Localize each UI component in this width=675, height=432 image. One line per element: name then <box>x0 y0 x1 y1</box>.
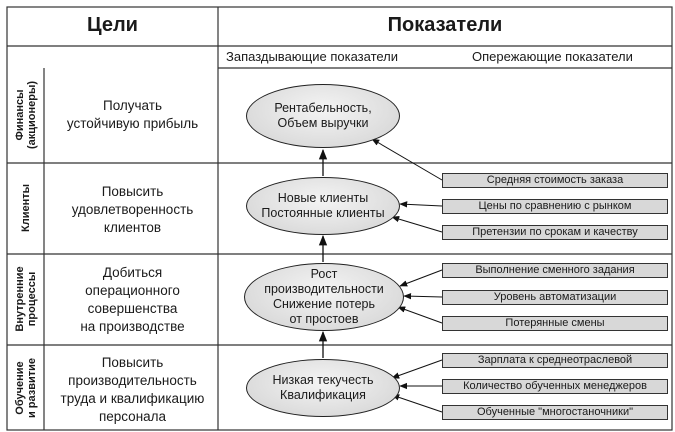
lagging-line: от простоев <box>289 312 359 326</box>
lagging-line: Рентабельность, <box>274 101 372 115</box>
leading-indicator-box: Выполнение сменного задания <box>442 263 668 278</box>
leading-subheader: Опережающие показатели <box>472 49 633 64</box>
goal-clients: Повысить удовлетворенность клиентов <box>50 183 215 237</box>
goal-internal-processes: Добиться операционного совершенства на п… <box>50 264 215 336</box>
perspective-line: и развитие <box>26 357 38 419</box>
leading-indicator-box: Потерянные смены <box>442 316 668 331</box>
leading-indicator-box: Обученные "многостаночники" <box>442 405 668 420</box>
goal-line: устойчивую прибыль <box>66 116 199 131</box>
lagging-line: Низкая текучесть <box>272 373 374 387</box>
lagging-line: Рост <box>310 267 338 281</box>
goal-line: Повысить <box>101 184 164 199</box>
leading-indicator-box: Цены по сравнению с рынком <box>442 199 668 214</box>
lagging-ellipse-internal-processes: Рост производительности Снижение потерь … <box>244 263 404 331</box>
leading-indicator-box: Количество обученных менеджеров <box>442 379 668 394</box>
leading-indicator-box: Средняя стоимость заказа <box>442 173 668 188</box>
table-grid <box>6 6 673 431</box>
lagging-line: Снижение потерь <box>273 297 375 311</box>
perspective-line: процессы <box>26 271 38 327</box>
goal-line: Повысить <box>101 355 164 370</box>
leading-indicator-box: Зарплата к среднеотраслевой <box>442 353 668 368</box>
lagging-ellipse-learning-growth: Низкая текучесть Квалификация <box>246 359 400 417</box>
goal-line: на производстве <box>80 319 185 334</box>
perspective-line: Обучение <box>14 361 26 415</box>
goals-header: Цели <box>87 14 138 36</box>
perspective-internal-processes: Внутренние процессы <box>14 266 38 331</box>
perspective-line: (акционеры) <box>26 80 38 150</box>
lagging-ellipse-finance: Рентабельность, Объем выручки <box>246 84 400 148</box>
perspective-clients: Клиенты <box>20 184 32 232</box>
lagging-line: производительности <box>264 282 384 296</box>
indicators-header: Показатели <box>387 14 503 36</box>
leading-indicator-box: Претензии по срокам и качеству <box>442 225 668 240</box>
goal-line: Добиться <box>102 265 163 280</box>
lagging-subheader: Запаздывающие показатели <box>226 49 399 64</box>
perspective-line: Внутренние <box>14 266 26 332</box>
leading-arrows <box>371 138 443 413</box>
goal-line: персонала <box>98 409 167 424</box>
goal-line: совершенства <box>87 301 178 316</box>
leading-indicator-box: Уровень автоматизации <box>442 290 668 305</box>
lagging-line: Объем выручки <box>277 116 369 130</box>
perspective-line: Клиенты <box>20 183 32 233</box>
perspective-learning-growth: Обучение и развитие <box>14 358 38 418</box>
goal-line: операционного <box>85 283 180 298</box>
lagging-ellipse-clients: Новые клиенты Постоянные клиенты <box>246 177 400 235</box>
goal-line: производительность <box>68 373 197 388</box>
lagging-line: Постоянные клиенты <box>261 206 385 220</box>
goal-line: клиентов <box>103 220 162 235</box>
goal-learning-growth: Повысить производительность труда и квал… <box>50 354 215 426</box>
goal-line: труда и квалификацию <box>60 391 205 406</box>
goal-finance: Получать устойчивую прибыль <box>50 97 215 133</box>
goal-line: удовлетворенность <box>71 202 194 217</box>
goal-line: Получать <box>102 98 162 113</box>
lagging-line: Новые клиенты <box>277 191 369 205</box>
perspective-line: Финансы <box>14 89 26 141</box>
lagging-line: Квалификация <box>280 388 366 402</box>
perspective-finance: Финансы (акционеры) <box>14 81 38 149</box>
